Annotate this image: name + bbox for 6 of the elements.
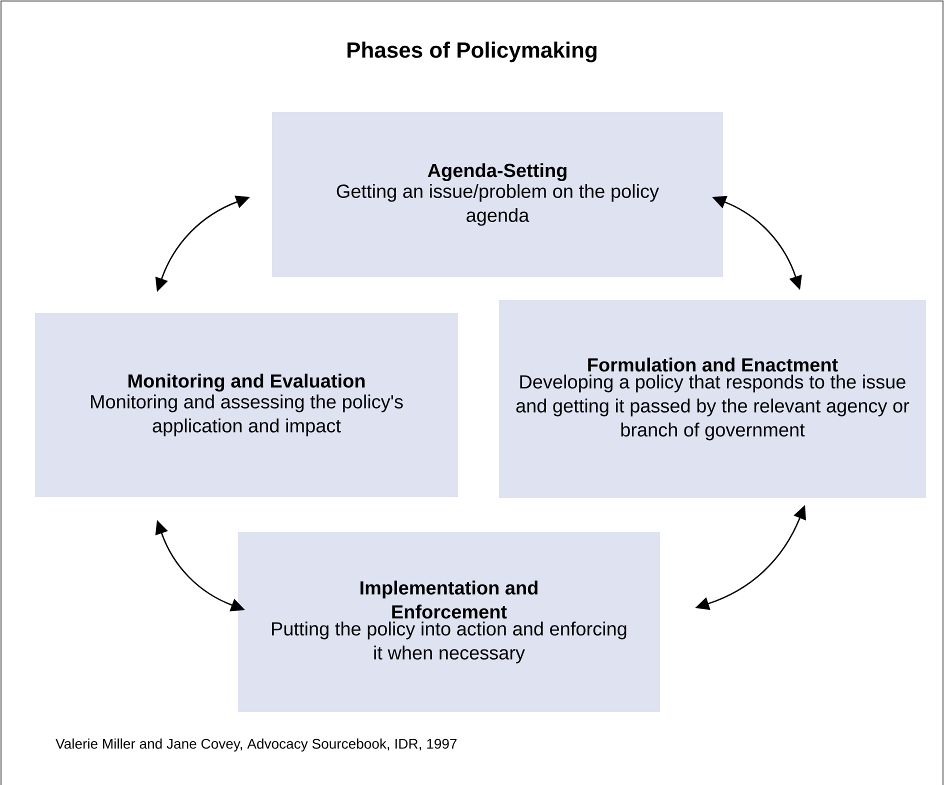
phase-box: Formulation and Enactment Developing a policy that responds to the issue and getting it passed by the relevant agency or branch of government xyxy=(499,300,926,498)
phase-box: Implementation and Enforcement Putting the policy into action and enforcing it when necessary xyxy=(238,532,660,712)
phase-box: Monitoring and Evaluation Monitoring and assessing the policy's application and impact xyxy=(35,313,458,497)
phase-box: Agenda-Setting Getting an issue/problem on the policy agenda xyxy=(272,112,723,277)
title: Phases of Policymaking xyxy=(348,42,596,62)
source-note: Valerie Miller and Jane Covey, Advocacy Sourcebook, IDR, 1997 xyxy=(56,738,457,752)
